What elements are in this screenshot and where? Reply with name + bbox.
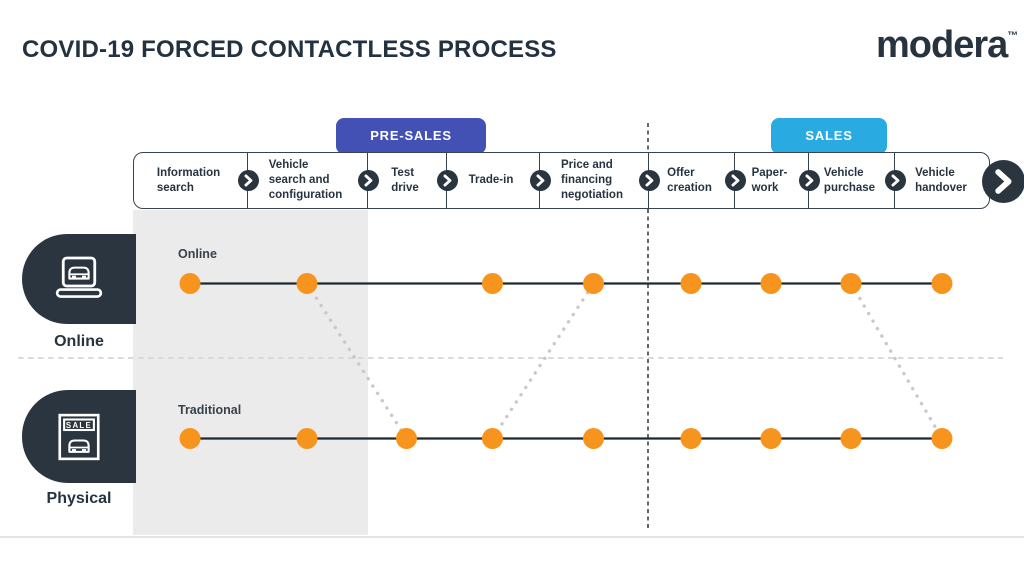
online-step-dot xyxy=(482,273,503,294)
online-step-dot xyxy=(840,273,862,294)
online-step-dot xyxy=(760,273,782,294)
chevron-next-icon xyxy=(357,170,379,191)
channel-switch-dotted-line xyxy=(490,281,596,441)
traditional-step-dot xyxy=(583,428,604,449)
traditional-step-dot xyxy=(840,428,862,449)
modera-logo: modera™ xyxy=(876,26,1018,64)
highlight-region xyxy=(133,210,368,535)
traditional-step-dot xyxy=(396,428,417,449)
presales-phase-badge: PRE-SALES xyxy=(336,118,486,154)
sale-sign-text: SALE xyxy=(66,420,92,429)
page-title: COVID-19 FORCED CONTACTLESS PROCESS xyxy=(22,36,557,63)
online-row-label: Online xyxy=(178,247,217,261)
logo-text: modera xyxy=(876,24,1008,66)
traditional-step-dot xyxy=(931,428,953,449)
process-step: Vehicle handover xyxy=(915,166,967,194)
online-caption: Online xyxy=(54,333,104,350)
laptop-car-icon xyxy=(55,256,103,298)
process-step: Test drive xyxy=(368,153,447,208)
car-glyph xyxy=(68,438,90,453)
chevron-next-icon xyxy=(638,170,660,191)
chevron-next-icon xyxy=(724,170,746,191)
process-step: Trade-in xyxy=(447,153,540,208)
bottom-divider xyxy=(0,536,1024,538)
traditional-row-label: Traditional xyxy=(178,403,242,417)
chevron-next-icon xyxy=(529,170,551,191)
chevron-next-icon xyxy=(436,170,458,191)
process-step: Vehicle purchase xyxy=(809,153,895,208)
car-glyph xyxy=(68,266,90,280)
chevron-next-icon xyxy=(884,170,906,191)
chevron-next-icon xyxy=(798,170,820,191)
sales-phase-badge: SALES xyxy=(771,118,887,154)
online-step-dot xyxy=(931,273,953,294)
process-step: Offer creation xyxy=(649,153,735,208)
physical-caption: Physical xyxy=(46,490,112,507)
chevron-next-icon xyxy=(237,170,259,191)
process-step: Price and financing negotiation xyxy=(540,153,649,208)
process-step: Vehicle search and configuration xyxy=(248,153,368,208)
online-step-dot xyxy=(680,273,702,294)
store-sale-icon: SALE xyxy=(58,413,100,460)
channel-switch-dotted-line xyxy=(849,281,944,441)
physical-channel-block: SALE xyxy=(22,390,136,483)
trademark-symbol: ™ xyxy=(1007,30,1019,43)
process-step: Information search xyxy=(134,153,248,208)
traditional-step-dot xyxy=(680,428,702,449)
traditional-step-dot xyxy=(482,428,503,449)
traditional-step-dot xyxy=(760,428,782,449)
online-step-dot xyxy=(583,273,604,294)
process-end-arrow-icon xyxy=(981,160,1024,203)
online-channel-block xyxy=(22,234,136,324)
